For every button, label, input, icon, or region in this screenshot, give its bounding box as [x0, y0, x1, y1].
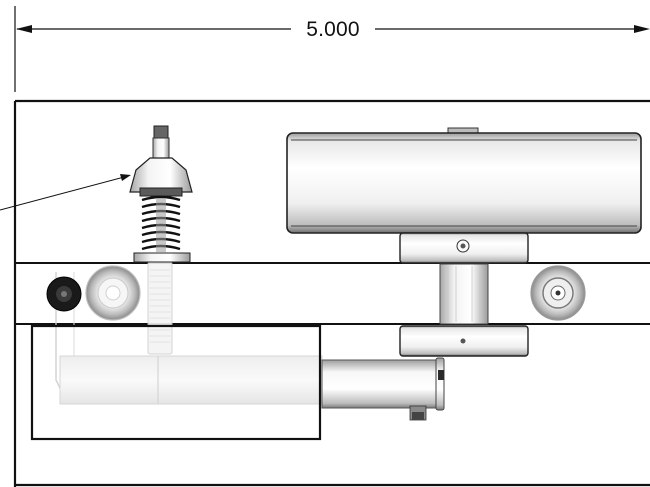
actuator-port	[438, 370, 444, 380]
roller-shaft-screw-upper-center	[460, 243, 466, 249]
spring-plunger	[129, 125, 193, 263]
leader-annotation	[0, 174, 131, 211]
roller-shaft	[439, 263, 489, 325]
black-knob-center	[61, 291, 67, 297]
leader-line	[0, 175, 129, 211]
plunger-cap	[129, 157, 193, 193]
frame	[13, 99, 650, 487]
lower-housing-box	[30, 324, 322, 441]
plunger-tip	[153, 125, 169, 139]
ghost-rod-threads	[150, 269, 170, 343]
actuator-fitting-nut	[412, 412, 424, 420]
right-guide-wheel-center	[555, 290, 561, 296]
dimension-annotation	[14, 6, 650, 92]
ghost-cylinder-body	[59, 355, 323, 405]
hidden-components	[55, 261, 323, 405]
actuator-end-cap	[435, 357, 445, 411]
actuator-barrel	[321, 359, 441, 409]
dimension-value-label: 5.000	[291, 17, 375, 43]
drive-roller	[286, 127, 642, 357]
left-guide-wheel-hub	[105, 285, 121, 301]
arrow-head-right-icon	[634, 25, 650, 33]
guide-wheels	[46, 265, 586, 321]
arrow-head-left-icon	[16, 25, 32, 33]
actuator-cylinder	[321, 357, 445, 421]
leader-arrow-head-icon	[120, 174, 131, 181]
roller-drum	[286, 132, 642, 234]
plunger-collar	[139, 187, 183, 197]
roller-shaft-flutes	[447, 266, 481, 322]
roller-shaft-screw-lower	[460, 338, 466, 344]
plunger-base-nut	[133, 252, 191, 263]
plunger-spring-core	[156, 198, 166, 252]
